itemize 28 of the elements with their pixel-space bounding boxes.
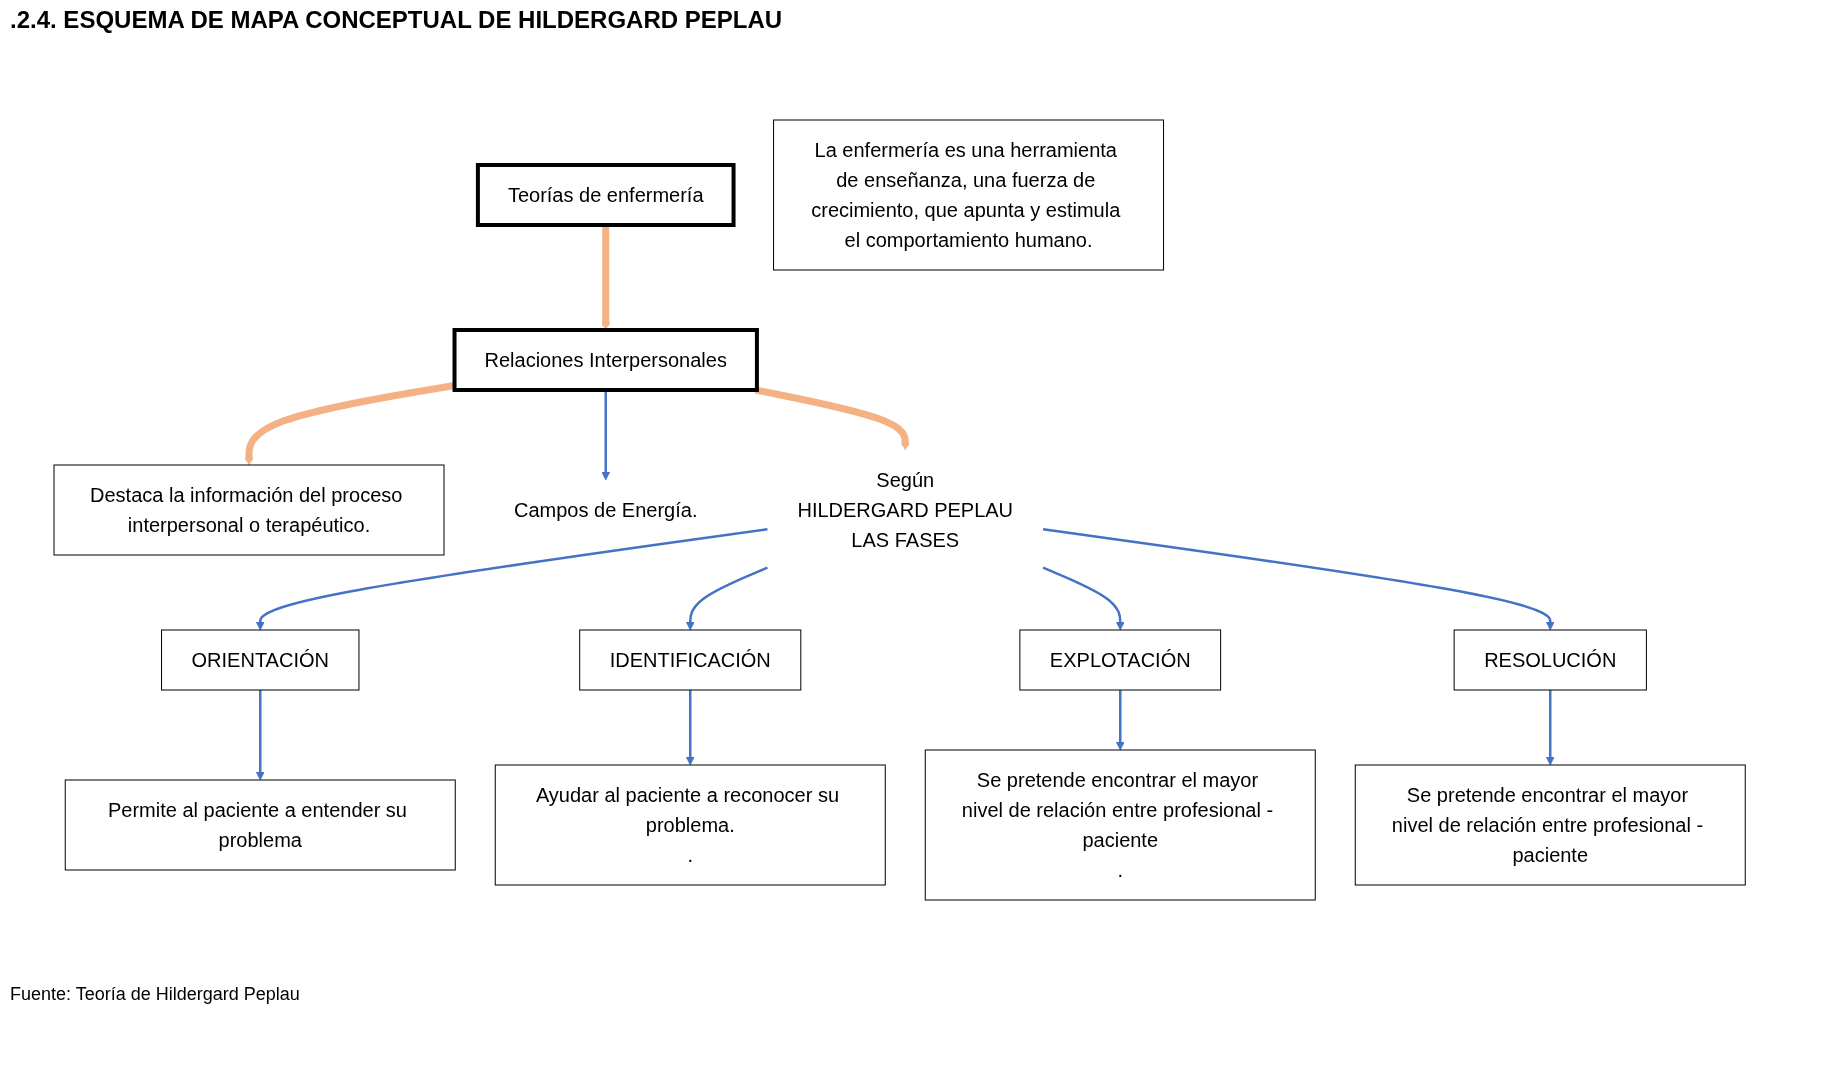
node-box: La enfermería es una herramienta de enseñanza, una fuerza de crecimiento, que apunta y estimula el comportamiento humano. — [773, 119, 1165, 271]
arrow — [256, 690, 265, 781]
arrow — [1043, 528, 1556, 631]
arrow — [601, 225, 611, 331]
node-box: Ayudar al paciente a reconocer su problema. . — [495, 764, 887, 886]
arrow — [1546, 690, 1556, 766]
node-box: Se pretende encontrar el mayor nivel de relación entre profesional - paciente . — [925, 749, 1317, 901]
node-box: Se pretende encontrar el mayor nivel de relación entre profesional - paciente — [1355, 764, 1747, 886]
arrow — [686, 690, 696, 766]
node-box: Permite al paciente a entender su problema — [65, 779, 457, 871]
arrow — [755, 386, 911, 451]
arrow — [245, 381, 456, 466]
node-text: Campos de Energía. — [514, 499, 698, 521]
arrow — [686, 566, 769, 631]
node-box: Relaciones Interpersonales — [452, 328, 760, 392]
node-box: ORIENTACIÓN — [161, 629, 360, 691]
node-text: Según HILDERGARD PEPLAU LAS FASES — [797, 469, 1014, 551]
diagram-title: .2.4. ESQUEMA DE MAPA CONCEPTUAL DE HILDERGARD PEPLAU — [10, 6, 784, 34]
node-box: EXPLOTACIÓN — [1019, 629, 1222, 691]
arrow — [256, 528, 768, 631]
arrow — [601, 390, 611, 481]
node-box: RESOLUCIÓN — [1454, 629, 1648, 691]
arrow — [1042, 566, 1126, 631]
source-caption: Fuente: Teoría de Hildergard Peplau — [10, 984, 301, 1005]
node-box: Teorías de enfermería — [476, 163, 736, 227]
node-box: IDENTIFICACIÓN — [579, 629, 802, 691]
node-box: Destaca la información del proceso interpersonal o terapéutico. — [53, 464, 445, 556]
arrow — [1116, 690, 1126, 751]
